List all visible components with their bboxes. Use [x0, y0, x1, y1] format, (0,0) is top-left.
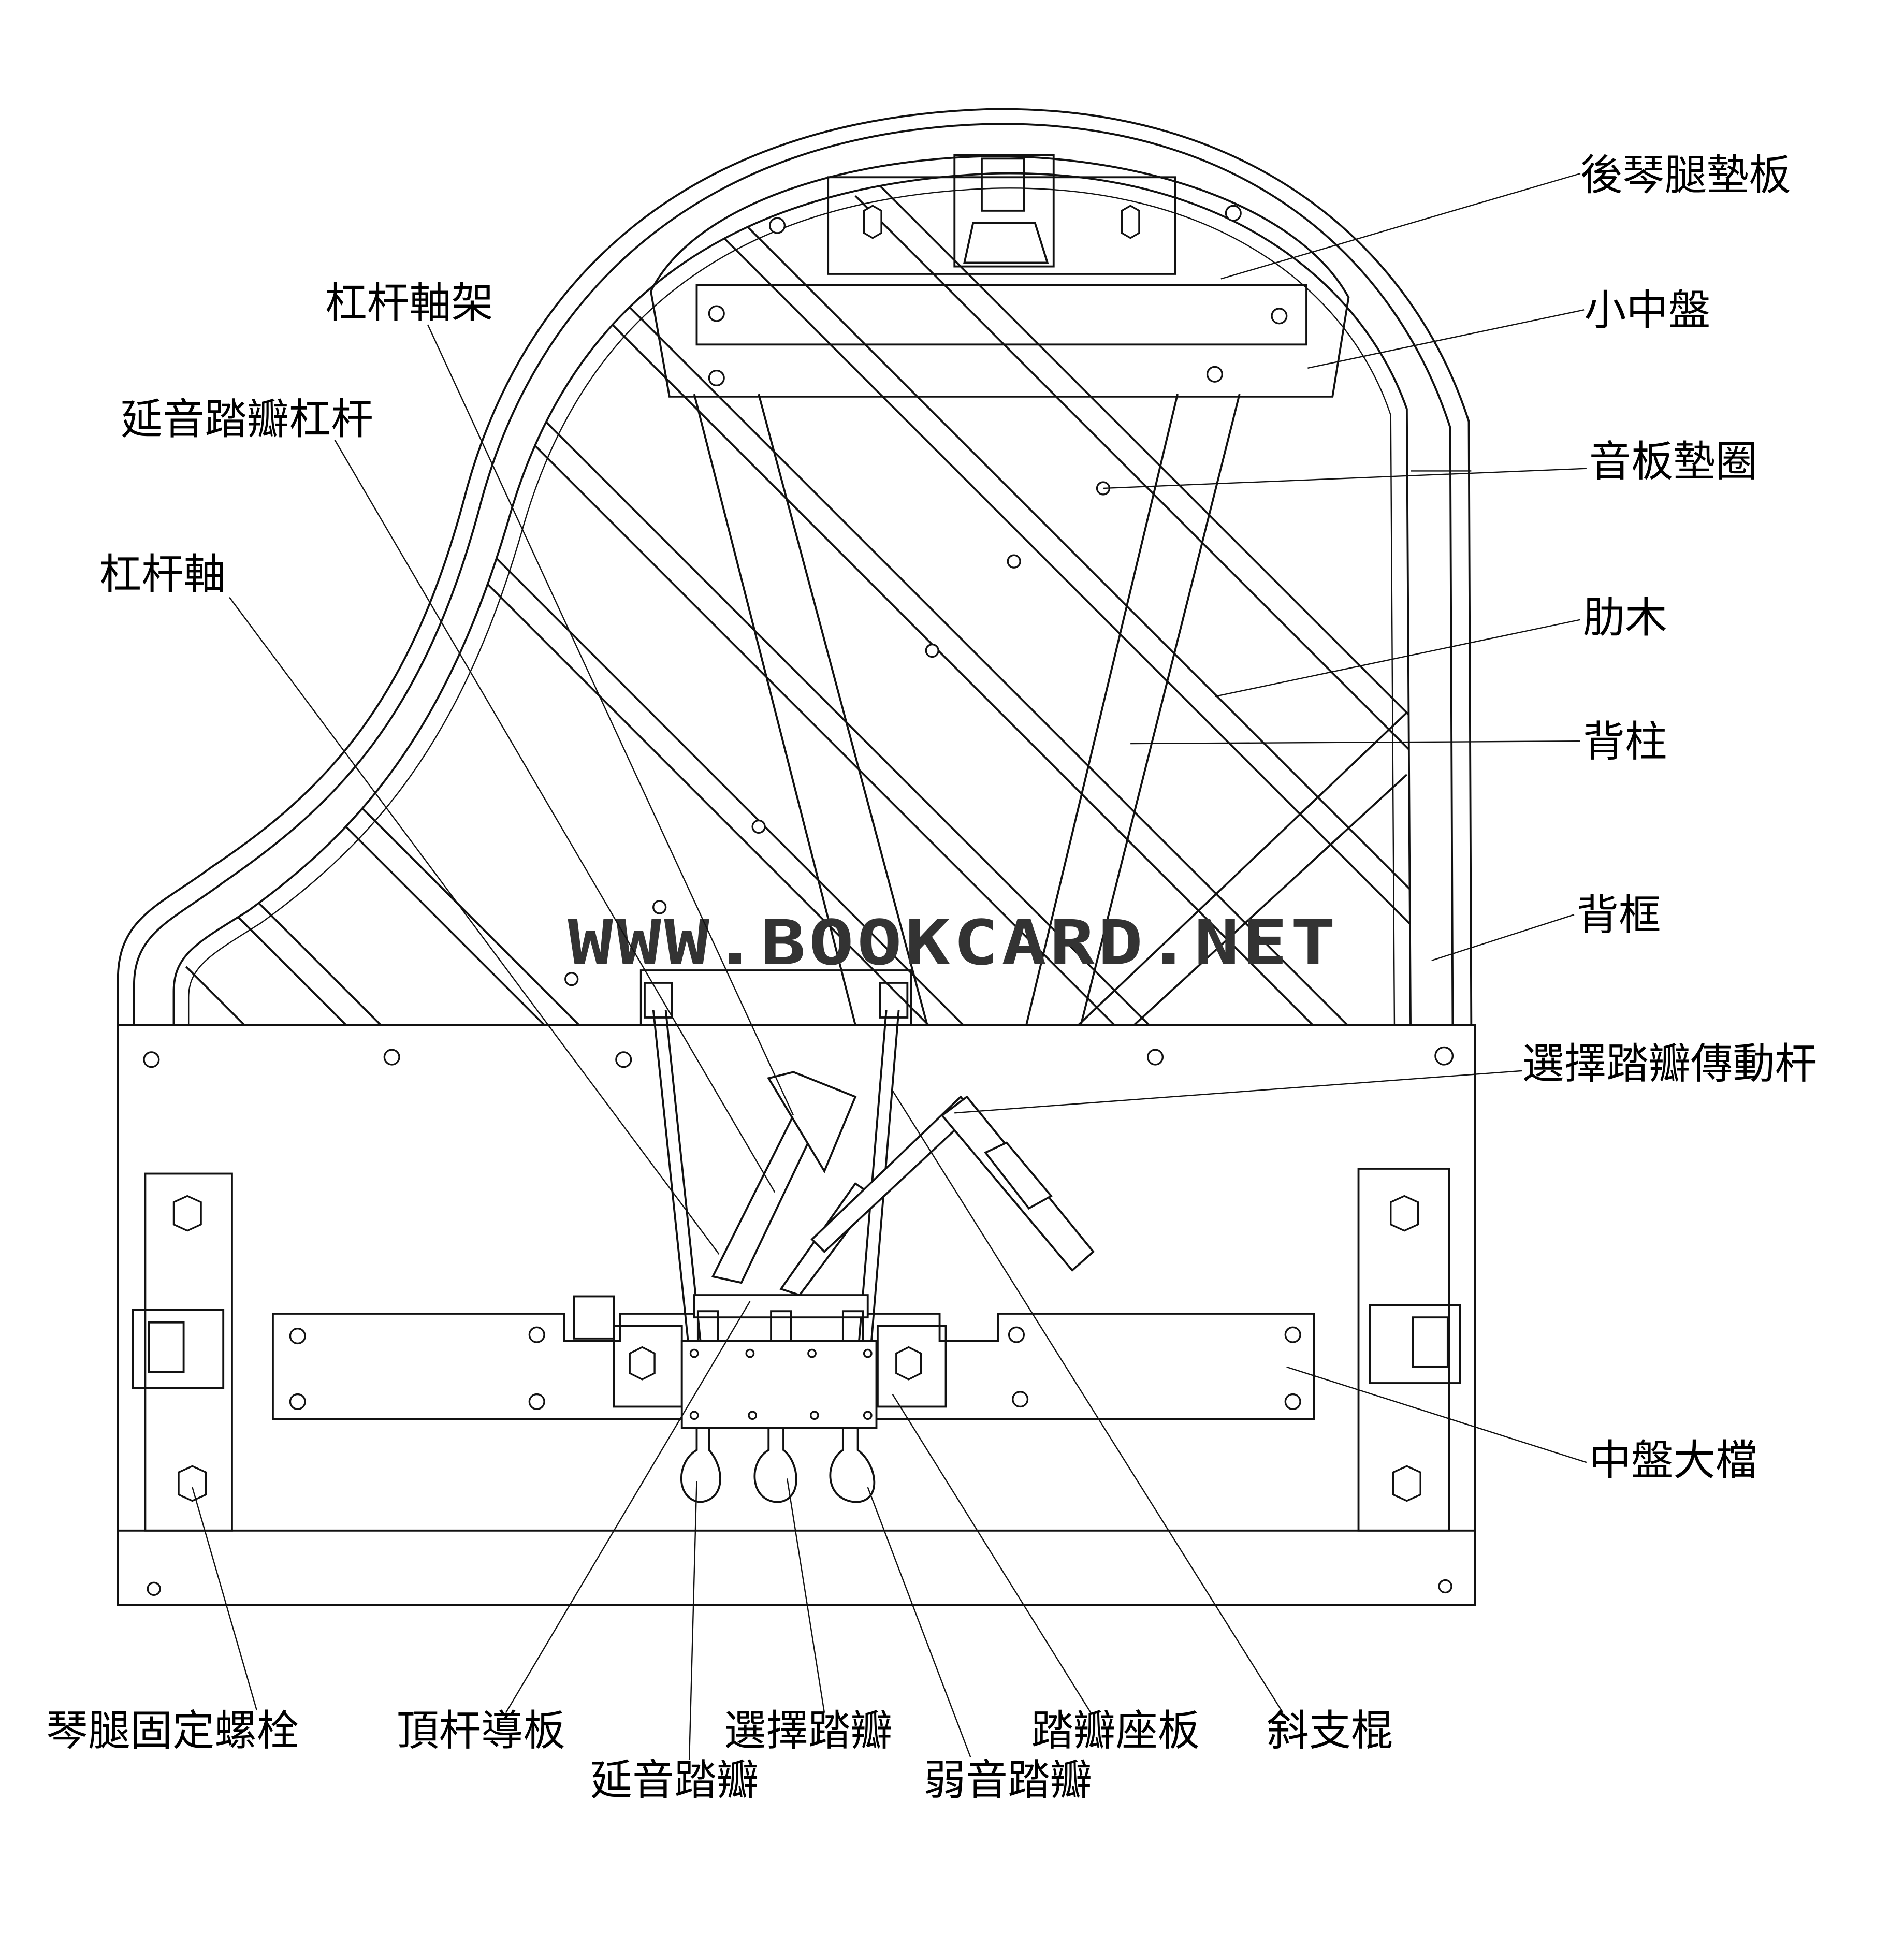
label-sustain-pedal-lever: 延音踏瓣杠杆	[121, 395, 373, 444]
label-selector-pedal-rod: 選擇踏瓣傳動杆	[1522, 1039, 1817, 1088]
labels: 後琴腿墊板 小中盤 音板墊圈 肋木 背柱 背框 選擇踏瓣傳動杆 中盤大檔 杠杆軸…	[46, 151, 1817, 1805]
label-rear-leg-pad: 後琴腿墊板	[1580, 151, 1791, 200]
small-middle-plate	[649, 154, 1350, 398]
label-sustain-pedal: 延音踏瓣	[590, 1756, 759, 1805]
label-diagonal-brace: 斜支棍	[1267, 1706, 1393, 1755]
label-back-frame: 背框	[1577, 891, 1661, 940]
label-soundboard-washer: 音板墊圈	[1589, 437, 1757, 486]
label-selector-pedal: 選擇踏瓣	[724, 1706, 892, 1755]
pedal-mechanism	[652, 1010, 1095, 1503]
label-middle-plate-beam: 中盤大檔	[1589, 1436, 1757, 1485]
label-leg-bolt: 琴腿固定螺栓	[46, 1706, 299, 1755]
keybed-body	[117, 969, 1476, 1606]
label-pedal-seat-board: 踏瓣座板	[1031, 1706, 1200, 1755]
pedal-seat-holes	[689, 1348, 873, 1420]
leg-blocks	[132, 1168, 1461, 1532]
label-lever-axle-bracket: 杠杆軸架	[325, 279, 493, 328]
watermark: WWW.BOOKCARD.NET	[568, 907, 1339, 979]
case-rim	[117, 108, 1473, 1025]
label-push-rod-guide: 頂杆導板	[397, 1706, 565, 1755]
label-lever-axle: 杠杆軸	[99, 550, 226, 599]
label-rib: 肋木	[1583, 593, 1667, 643]
leader-lines	[192, 172, 1587, 1760]
back-posts	[693, 394, 1408, 1026]
label-back-post: 背柱	[1583, 717, 1667, 766]
middle-plate-beam	[272, 1295, 1315, 1420]
label-soft-pedal: 弱音踏瓣	[923, 1756, 1092, 1805]
label-small-middle-plate: 小中盤	[1584, 286, 1710, 335]
